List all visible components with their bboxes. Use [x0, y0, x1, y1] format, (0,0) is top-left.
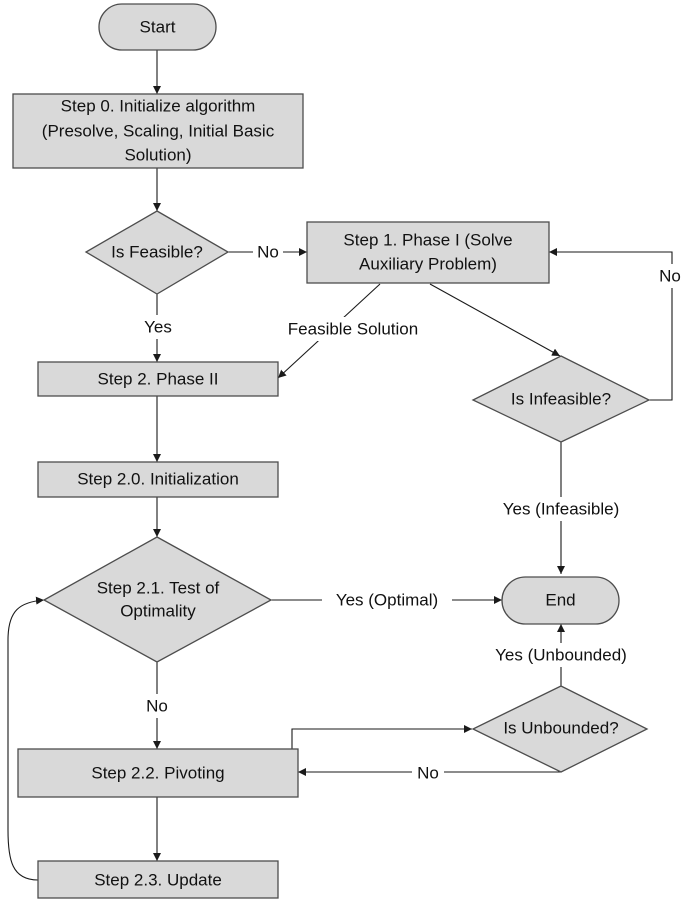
- step22-node: Step 2.2. Pivoting: [17, 748, 299, 798]
- step23-node: Step 2.3. Update: [37, 860, 279, 899]
- start-node: Start: [98, 3, 217, 51]
- step20-label: Step 2.0. Initialization: [77, 470, 239, 489]
- step22-label: Step 2.2. Pivoting: [91, 764, 224, 783]
- edge-label-unbounded-yes: Yes (Unbounded): [495, 646, 627, 665]
- step0-label-line1: Step 0. Initialize algorithm: [61, 97, 256, 116]
- is-infeasible-decision: Is Infeasible?: [471, 355, 651, 443]
- edge-label-infeasible-yes: Yes (Infeasible): [503, 500, 620, 519]
- is-infeasible-label: Is Infeasible?: [511, 390, 611, 409]
- step0-label-line2: (Presolve, Scaling, Initial Basic: [42, 122, 275, 141]
- edge-label-infeasible-no: No: [659, 267, 681, 286]
- step1-node: Step 1. Phase I (Solve Auxiliary Problem…: [306, 221, 550, 284]
- step0-node: Step 0. Initialize algorithm (Presolve, …: [12, 93, 304, 169]
- is-unbounded-label: Is Unbounded?: [503, 719, 618, 738]
- edge-label-unbounded-no: No: [417, 764, 439, 783]
- start-label: Start: [140, 18, 176, 37]
- step20-node: Step 2.0. Initialization: [37, 461, 279, 498]
- is-unbounded-decision: Is Unbounded?: [471, 685, 649, 773]
- edge-labels: No Yes Feasible Solution No Yes (Infeasi…: [139, 240, 683, 785]
- edge-step22-to-is-unbounded: [291, 725, 472, 749]
- edge-step23-to-step21-loop: [7, 596, 45, 881]
- edge-is-infeasible-no: [549, 248, 673, 401]
- end-label: End: [545, 591, 575, 610]
- edge-step1-to-is-infeasible: [429, 283, 561, 357]
- step21-label-line1: Step 2.1. Test of: [97, 579, 220, 598]
- step21-label-line2: Optimality: [120, 602, 196, 621]
- step21-decision: Step 2.1. Test of Optimality: [42, 536, 273, 663]
- step2-label: Step 2. Phase II: [98, 370, 219, 389]
- edge-label-feasible-no: No: [257, 243, 279, 262]
- edge-label-optimal-yes: Yes (Optimal): [336, 591, 438, 610]
- nodes: Start Step 0. Initialize algorithm (Pres…: [12, 3, 651, 899]
- is-feasible-label: Is Feasible?: [111, 243, 203, 262]
- step0-label-line3: Solution): [124, 146, 191, 165]
- end-node: End: [501, 576, 620, 625]
- is-feasible-decision: Is Feasible?: [84, 210, 230, 295]
- step1-label-line2: Auxiliary Problem): [359, 255, 497, 274]
- step1-label-line1: Step 1. Phase I (Solve: [343, 231, 512, 250]
- edge-label-feasible-yes: Yes: [144, 318, 172, 337]
- edge-label-optimality-no: No: [146, 697, 168, 716]
- step23-label: Step 2.3. Update: [94, 871, 222, 890]
- step2-node: Step 2. Phase II: [37, 361, 279, 397]
- edge-label-feasible-solution: Feasible Solution: [288, 320, 418, 339]
